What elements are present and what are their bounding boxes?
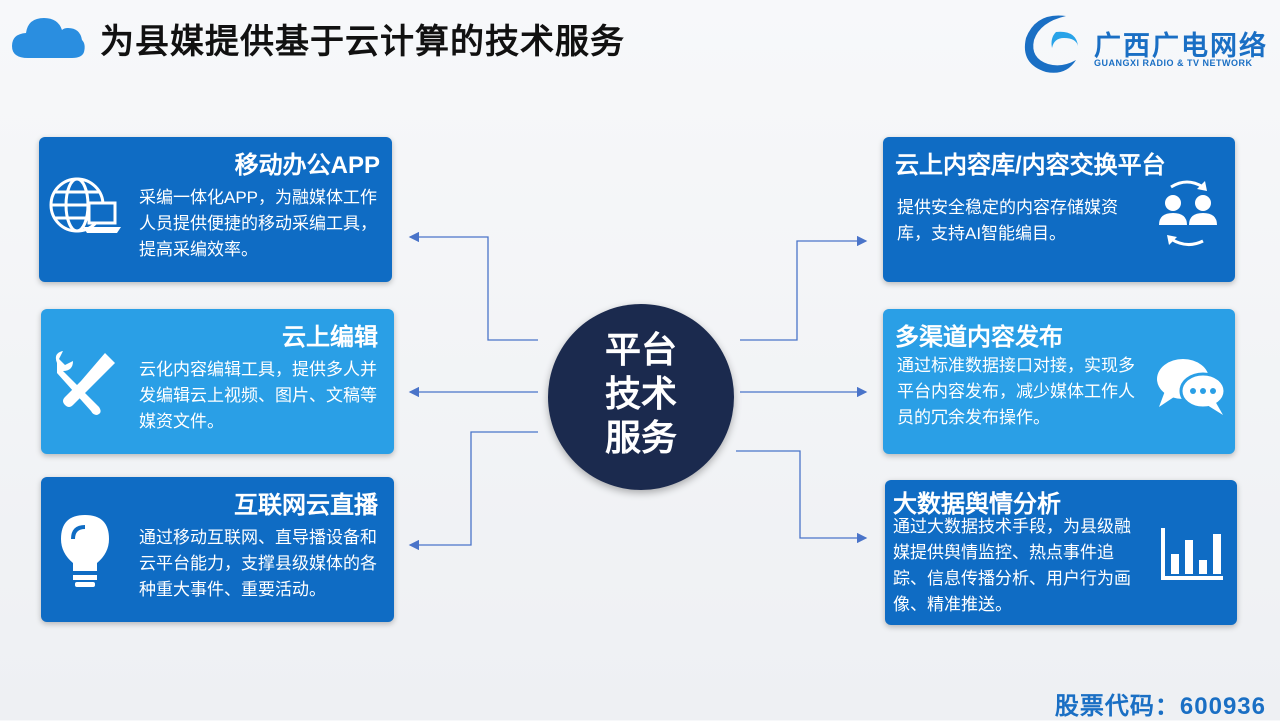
logo-subtitle: GUANGXI RADIO & TV NETWORK xyxy=(1094,58,1253,68)
cloud-icon xyxy=(12,18,85,58)
card-title: 互联网云直播 xyxy=(234,492,378,519)
brand-logo: 广西广电网络 GUANGXI RADIO & TV NETWORK xyxy=(1016,8,1276,78)
card-title: 云上编辑 xyxy=(282,324,378,351)
stock-code: 股票代码：600936 xyxy=(1054,693,1266,720)
globe-laptop-icon xyxy=(49,177,121,233)
logo-name: 广西广电网络 xyxy=(1094,31,1268,61)
center-line: 平台 xyxy=(604,329,677,370)
connector-right-1 xyxy=(740,235,868,341)
center-label: 平台 技术 服务 xyxy=(548,328,734,460)
card-live-streaming[interactable]: 互联网云直播 通过移动互联网、直导播设备和云平台能力，支撑县级媒体的各种重大事件… xyxy=(41,477,394,622)
card-title: 云上内容库/内容交换平台 xyxy=(895,152,1166,179)
card-multichannel-publish[interactable]: 多渠道内容发布 通过标准数据接口对接，实现多平台内容发布，减少媒体工作人员的冗余… xyxy=(883,309,1235,454)
users-exchange-icon xyxy=(1159,180,1217,246)
card-desc: 通过标准数据接口对接，实现多平台内容发布，减少媒体工作人员的冗余发布操作。 xyxy=(897,356,1135,427)
lightbulb-icon xyxy=(61,515,109,587)
bar-chart-icon xyxy=(1161,528,1223,580)
card-content-library[interactable]: 云上内容库/内容交换平台 提供安全稳定的内容存储媒资库，支持AI智能编目。 xyxy=(883,137,1235,282)
logo-swirl-icon xyxy=(1024,15,1078,73)
connector-right-3 xyxy=(736,450,868,544)
card-desc: 通过移动互联网、直导播设备和云平台能力，支撑县级媒体的各种重大事件、重要活动。 xyxy=(139,528,377,599)
card-title: 移动办公APP xyxy=(234,152,380,179)
card-title: 多渠道内容发布 xyxy=(895,324,1063,351)
center-platform-circle: 平台 技术 服务 xyxy=(548,304,734,490)
card-mobile-office[interactable]: 移动办公APP 采编一体化APP，为融媒体工作人员提供便捷的移动采编工具，提高采… xyxy=(39,137,392,282)
card-desc: 采编一体化APP，为融媒体工作人员提供便捷的移动采编工具，提高采编效率。 xyxy=(139,188,378,259)
card-desc: 通过大数据技术手段，为县级融媒提供舆情监控、热点事件追踪、信息传播分析、用户行为… xyxy=(893,517,1131,614)
connector-left-3 xyxy=(408,431,538,551)
chat-bubbles-icon xyxy=(1157,359,1227,415)
center-line: 技术 xyxy=(604,373,677,414)
card-title: 大数据舆情分析 xyxy=(893,491,1061,518)
connector-left-1 xyxy=(408,231,538,341)
card-big-data-analysis[interactable]: 大数据舆情分析 通过大数据技术手段，为县级融媒提供舆情监控、热点事件追踪、信息传… xyxy=(885,480,1237,625)
card-cloud-editing[interactable]: 云上编辑 云化内容编辑工具，提供多人并发编辑云上视频、图片、文稿等媒资文件。 xyxy=(41,309,394,454)
card-desc: 提供安全稳定的内容存储媒资库，支持AI智能编目。 xyxy=(897,198,1118,243)
tools-icon xyxy=(55,351,115,415)
page-title: 为县媒提供基于云计算的技术服务 xyxy=(100,23,625,61)
center-line: 服务 xyxy=(604,417,677,458)
card-desc: 云化内容编辑工具，提供多人并发编辑云上视频、图片、文稿等媒资文件。 xyxy=(139,360,377,431)
